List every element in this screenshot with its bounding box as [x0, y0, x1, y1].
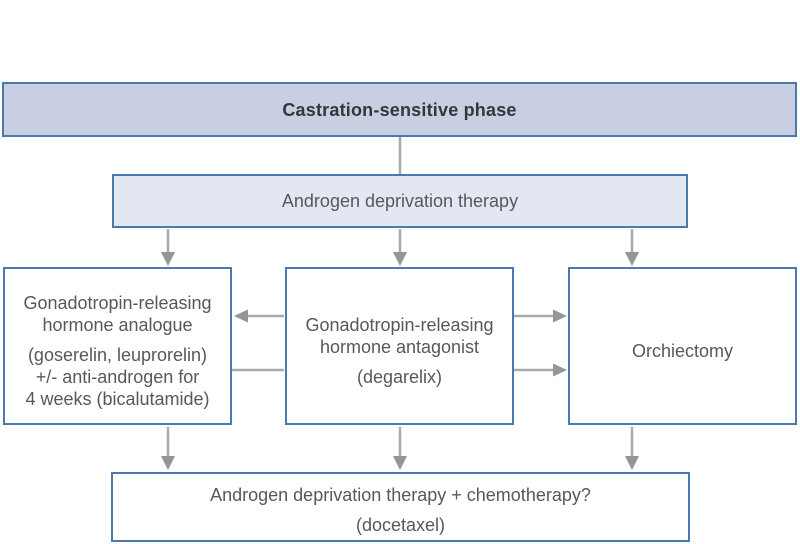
arrowhead-down-left-icon	[161, 252, 175, 266]
adt-chemo-title: Androgen deprivation therapy + chemother…	[210, 485, 591, 505]
orchiectomy-box: Orchiectomy	[568, 267, 797, 425]
arrowhead-down-right-icon	[625, 252, 639, 266]
orchiectomy-title: Orchiectomy	[631, 341, 734, 361]
arrowhead-right-top-icon	[553, 309, 567, 323]
adt-chemo-detail: (docetaxel)	[355, 515, 446, 535]
adt-label: Androgen deprivation therapy	[281, 191, 519, 211]
phase-header-box: Castration-sensitive phase	[2, 82, 797, 137]
arrowhead-left-icon	[234, 309, 248, 323]
adt-chemo-box: Androgen deprivation therapy + chemother…	[111, 472, 690, 542]
gnrh-analogue-detail: (goserelin, leuprorelin)+/- anti-androge…	[25, 345, 210, 409]
phase-header-label: Castration-sensitive phase	[282, 99, 517, 120]
arrowhead-bottom-right-icon	[625, 456, 639, 470]
arrowhead-down-mid-icon	[393, 252, 407, 266]
arrowhead-bottom-mid-icon	[393, 456, 407, 470]
arrowhead-right-bottom-icon	[553, 363, 567, 377]
adt-box: Androgen deprivation therapy	[112, 174, 688, 228]
gnrh-antagonist-detail: (degarelix)	[356, 367, 443, 387]
arrowhead-bottom-left-icon	[161, 456, 175, 470]
